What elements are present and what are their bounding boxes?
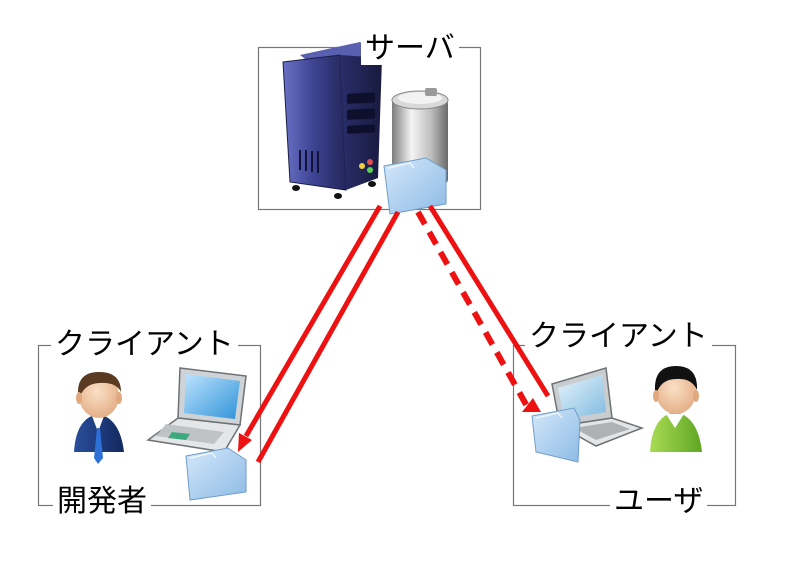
connection-arrows bbox=[238, 204, 551, 464]
developer-role-label: 開発者 bbox=[53, 486, 151, 518]
dashed-arrow-line bbox=[415, 210, 531, 410]
user-person-icon bbox=[650, 366, 702, 452]
folder-icon bbox=[531, 407, 581, 463]
download-arrowhead bbox=[238, 433, 252, 452]
upload-arrow-line bbox=[255, 210, 401, 464]
dashed-arrowhead bbox=[522, 398, 541, 412]
developer-person-icon bbox=[74, 372, 124, 464]
user-client-label: クライアント bbox=[525, 321, 712, 353]
dev-client-label: クライアント bbox=[51, 329, 238, 361]
folder-icon bbox=[383, 157, 447, 215]
laptop-icon bbox=[146, 367, 247, 453]
folder-icon bbox=[185, 447, 247, 501]
sync-arrow-line bbox=[427, 204, 551, 398]
download-arrow-line bbox=[243, 204, 383, 438]
user-role-label: ユーザ bbox=[610, 486, 708, 518]
server-label: サーバ bbox=[361, 33, 459, 65]
